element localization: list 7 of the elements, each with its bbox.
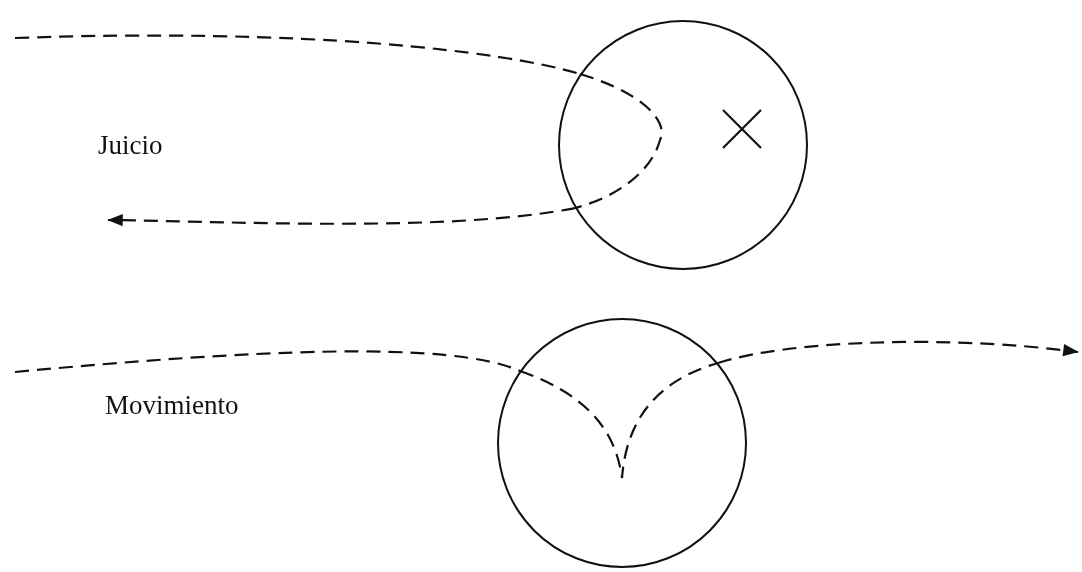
dashed-arrow (107, 207, 576, 227)
circle-node (558, 20, 808, 270)
case-label: Juicio (98, 130, 163, 161)
circle-node (497, 318, 747, 568)
dashed-trajectory (14, 350, 521, 374)
case-label: Movimiento (105, 390, 239, 421)
dashed-arrow (717, 340, 1079, 365)
